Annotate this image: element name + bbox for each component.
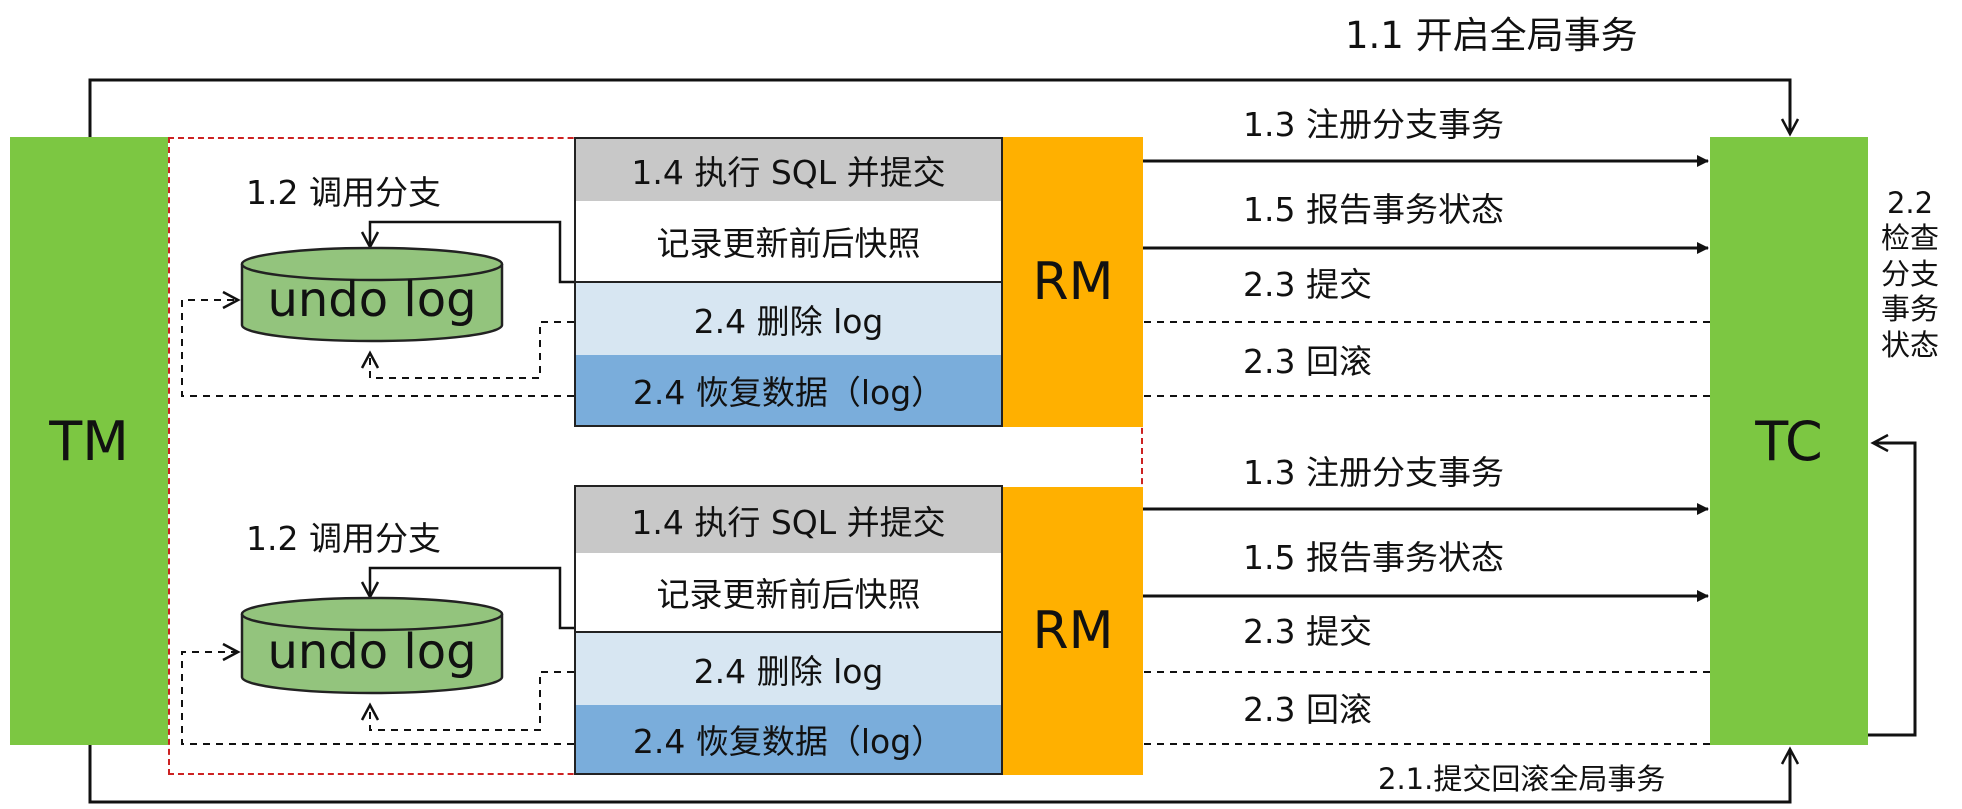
snapshot-row-1: 记录更新前后快照 xyxy=(576,201,1001,283)
snapshot-label-2: 记录更新前后快照 xyxy=(656,575,921,614)
tm-node: TM xyxy=(10,137,168,745)
rm-label-1: RM xyxy=(1032,252,1114,312)
undo-log-text-2: undo log xyxy=(267,624,477,680)
delete-log-label-2: 2.4 删除 log xyxy=(693,652,884,691)
exec-sql-label-1: 1.4 执行 SQL 并提交 xyxy=(631,153,946,192)
call-branch-label-1: 1.2 调用分支 xyxy=(246,173,441,212)
register-branch-label-1: 1.3 注册分支事务 xyxy=(1243,105,1504,144)
delete-log-row-1: 2.4 删除 log xyxy=(576,283,1001,355)
call-branch-label-2: 1.2 调用分支 xyxy=(246,519,441,558)
rollback-label-1: 2.3 回滚 xyxy=(1243,342,1372,381)
rm-node-2: RM xyxy=(1003,487,1143,775)
commit-rollback-global-label: 2.1.提交回滚全局事务 xyxy=(1378,762,1666,796)
commit-rollback-global-arrow xyxy=(88,745,1800,804)
delete-log-to-undo-arrow-2 xyxy=(360,671,574,731)
begin-global-arrow xyxy=(88,78,1800,137)
check-branch-label: 2.2 检查 分支 事务 状态 xyxy=(1880,186,1939,362)
report-status-label-2: 1.5 报告事务状态 xyxy=(1243,538,1504,577)
undo-log-text-1: undo log xyxy=(267,272,477,328)
tc-node: TC xyxy=(1710,137,1868,745)
commit-label-1: 2.3 提交 xyxy=(1243,265,1372,304)
undo-log-cylinder-2 xyxy=(240,596,504,695)
restore-data-label-1: 2.4 恢复数据（log） xyxy=(632,373,945,412)
restore-data-label-2: 2.4 恢复数据（log） xyxy=(632,722,945,761)
exec-sql-row-2: 1.4 执行 SQL 并提交 xyxy=(576,487,1001,553)
begin-global-label: 1.1 开启全局事务 xyxy=(1345,14,1638,57)
delete-log-row-2: 2.4 删除 log xyxy=(576,633,1001,705)
resource-stack-1: 1.4 执行 SQL 并提交 记录更新前后快照 2.4 删除 log 2.4 恢… xyxy=(574,137,1003,427)
delete-log-label-1: 2.4 删除 log xyxy=(693,302,884,341)
snapshot-to-undo-arrow-1 xyxy=(360,220,574,284)
tm-label: TM xyxy=(49,409,129,473)
restore-data-row-1: 2.4 恢复数据（log） xyxy=(576,355,1001,425)
snapshot-row-2: 记录更新前后快照 xyxy=(576,553,1001,633)
commit-label-2: 2.3 提交 xyxy=(1243,612,1372,651)
exec-sql-row-1: 1.4 执行 SQL 并提交 xyxy=(576,139,1001,201)
exec-sql-label-2: 1.4 执行 SQL 并提交 xyxy=(631,503,946,542)
restore-data-to-undo-arrow-1 xyxy=(181,290,574,397)
undo-log-cylinder-1 xyxy=(240,246,504,343)
rm-label-2: RM xyxy=(1032,601,1114,661)
rollback-label-2: 2.3 回滚 xyxy=(1243,690,1372,729)
snapshot-to-undo-arrow-2 xyxy=(360,566,574,630)
restore-data-to-undo-arrow-2 xyxy=(181,642,574,745)
resource-stack-2: 1.4 执行 SQL 并提交 记录更新前后快照 2.4 删除 log 2.4 恢… xyxy=(574,485,1003,775)
rm-node-1: RM xyxy=(1003,137,1143,427)
register-branch-label-2: 1.3 注册分支事务 xyxy=(1243,453,1504,492)
snapshot-label-1: 记录更新前后快照 xyxy=(656,224,921,263)
tc-label: TC xyxy=(1755,409,1823,473)
check-branch-loop-arrow xyxy=(1868,433,1917,737)
restore-data-row-2: 2.4 恢复数据（log） xyxy=(576,705,1001,773)
report-status-label-1: 1.5 报告事务状态 xyxy=(1243,190,1504,229)
